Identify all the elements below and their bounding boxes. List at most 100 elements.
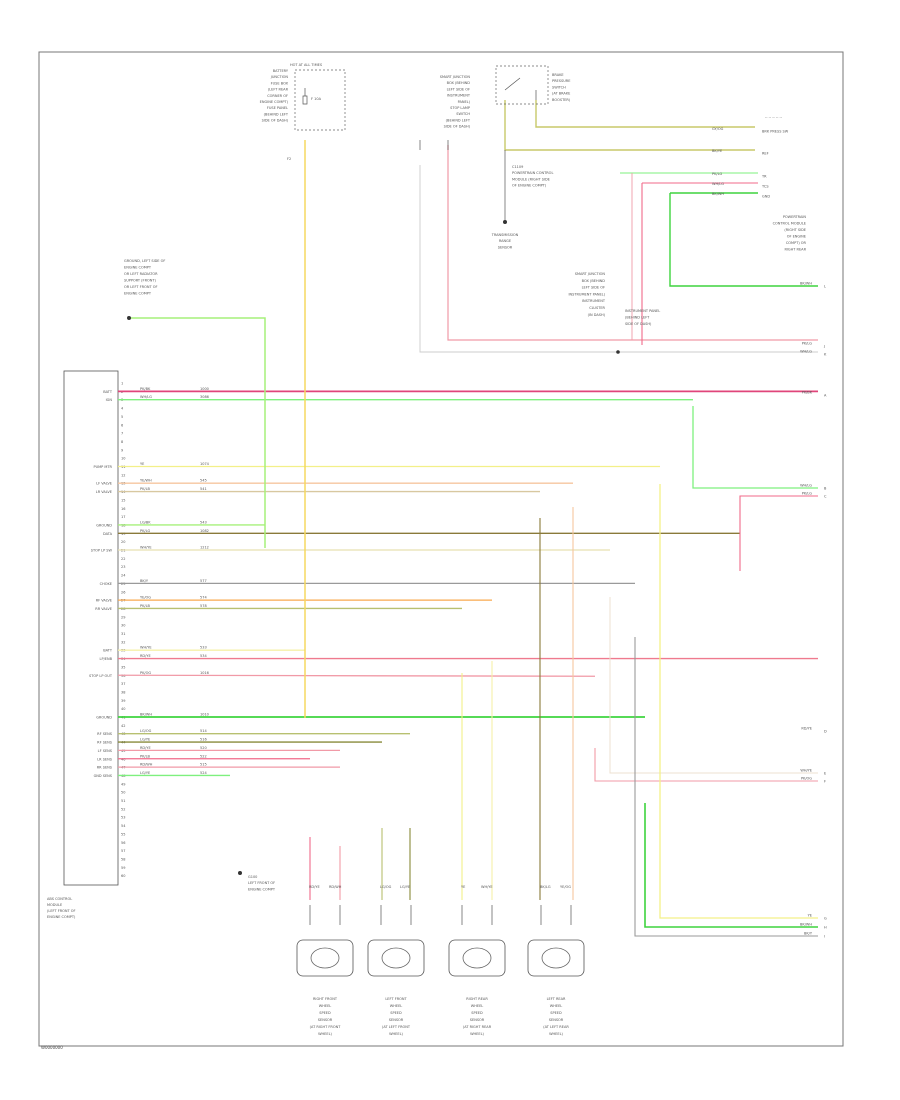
pump-right-route	[659, 484, 818, 919]
pin-number: 24	[121, 574, 126, 578]
sensor-name-line: LEFT REAR	[547, 997, 566, 1001]
ground-note-text: OR LEFT FRONT OF	[124, 285, 158, 289]
pin-number: 10	[121, 457, 125, 461]
sensor-name-line: WHEEL	[550, 1004, 563, 1008]
sensor-name-line: LEFT FRONT	[385, 997, 407, 1001]
ground-label-text: LEFT FRONT OF	[248, 881, 275, 885]
sensor-name-line: WHEEL	[319, 1004, 332, 1008]
pin-number: 17	[121, 515, 125, 519]
stop-switch-wire	[447, 145, 818, 341]
wire-circuit-number: 522	[200, 754, 207, 758]
brake-sensor-text: PRESSURE	[552, 79, 570, 83]
wire-color-label: BK/WH	[140, 713, 152, 717]
fuse-panel-text: ENGINE COMPT)	[260, 100, 289, 104]
pcm-wire-b	[641, 182, 758, 345]
pin-number: 5	[121, 415, 123, 419]
pin-label: STOP LP OUT	[89, 674, 113, 678]
right-connector-labels: PK/BKAWH/LGBPK/LGCRD/YEDWH/YEEPK/OGFYEGB…	[800, 282, 827, 939]
pin-label: IGN	[106, 398, 113, 402]
sensor-name-line: WHEEL)	[470, 1032, 484, 1036]
pin-number: 53	[121, 816, 125, 820]
sensor-wire-b: YE/OG	[560, 885, 571, 889]
stop-switch-text: STOP LAMP	[450, 106, 470, 110]
sensor-name-line: (AT LEFT REAR	[543, 1025, 569, 1029]
pin-number: 51	[121, 799, 125, 803]
ground-feed-wire	[130, 317, 266, 548]
pin-label: DATA	[103, 532, 113, 536]
wire-circuit-number: 3086	[200, 395, 209, 399]
right-connector-ref: L	[824, 285, 826, 289]
pin-label: CHOKE	[100, 582, 112, 586]
wire-circuit-number: 524	[200, 771, 207, 775]
corner-ref: -- -- -- -- --	[765, 115, 783, 119]
abs-module-box[interactable]	[63, 370, 119, 886]
right-wire-label: PK/LG	[802, 492, 813, 496]
wire-color-label: YE/WH	[140, 479, 152, 483]
instr-note-text: (BEHIND LEFT	[625, 316, 650, 320]
right-wire-label: WH/LG	[800, 350, 812, 354]
bottom-note-text: SMART JUNCTION	[575, 272, 606, 276]
connector-dot-icon	[616, 350, 620, 354]
right-connector-ref: F	[824, 780, 826, 784]
wire-color-label: PK/LB	[140, 487, 151, 491]
choke-right-route	[634, 637, 818, 937]
sensor-body-icon	[296, 939, 354, 977]
ground-note-text: ENGINE COMPT	[124, 266, 152, 270]
wire-color-label: RD/WH	[140, 763, 153, 767]
pin-number: 37	[121, 682, 125, 686]
wire-36	[117, 674, 596, 677]
right-wire-label: YE	[808, 914, 812, 918]
ground-label-text: ENGINE COMPT	[248, 887, 276, 891]
wire-color-label: PK/LB	[140, 754, 151, 758]
right-wire-label: BK/Y	[804, 932, 813, 936]
module-name-line: (LEFT FRONT OF	[47, 909, 76, 913]
stop-switch-text: PANEL)	[458, 100, 471, 104]
pin-number: 35	[121, 665, 125, 669]
pin-number: 16	[121, 507, 125, 511]
sensor-name-line: WHEEL	[390, 1004, 403, 1008]
wire-circuit-number: 515	[200, 763, 207, 767]
stop-switch-icon	[419, 140, 449, 150]
top-right-wire-color: GY/OG	[712, 127, 724, 131]
pin-label: LR SENS	[97, 757, 113, 761]
right-wire-label: RD/YE	[801, 727, 812, 731]
stop-switch-text: SWITCH	[456, 112, 470, 116]
pin-number: 54	[121, 824, 126, 828]
pin-number: 4	[121, 407, 124, 411]
wire-circuit-number: 516	[200, 738, 207, 742]
pin-label: GROUND	[96, 716, 112, 720]
right-wire-label: PK/OG	[801, 777, 812, 781]
vertical-routes	[130, 100, 818, 937]
pcm-wire-c	[669, 192, 818, 287]
pin-number: 50	[121, 791, 125, 795]
footer-code: W0000000	[41, 1045, 63, 1050]
trans-note-text: C1109	[512, 165, 523, 169]
right-connector-ref: K	[824, 353, 827, 357]
pin-number: 30	[121, 624, 125, 628]
sensor-name-line: SPEED	[390, 1011, 402, 1015]
fuse-rating: F 10A	[311, 97, 322, 101]
wire-circuit-number: 1212	[200, 546, 209, 550]
wire-circuit-number: 534	[200, 654, 207, 658]
pcm-note-text: RIGHT REAR	[784, 248, 806, 252]
pin-label: RR SENS	[97, 766, 113, 770]
bottom-note-text: INSTRUMENT PANEL)	[568, 292, 605, 296]
sensor-coil-icon	[462, 947, 492, 969]
pin-number: 40	[121, 707, 125, 711]
trans-note-text: MODULE (RIGHT SIDE	[512, 177, 550, 181]
sensor-wire-b: LG/YE	[400, 885, 410, 889]
wire-color-label: LG/YE	[140, 771, 150, 775]
pin-number: 39	[121, 699, 125, 703]
stop-switch-text: SMART JUNCTION	[440, 75, 471, 79]
wire-color-label: YE	[140, 462, 144, 466]
pin-number: 31	[121, 632, 125, 636]
